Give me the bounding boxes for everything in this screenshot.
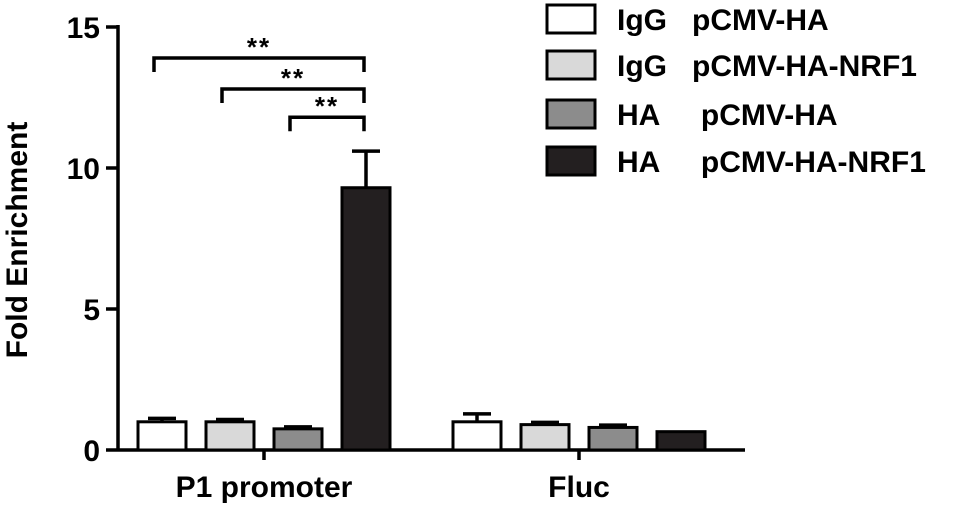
bar bbox=[136, 420, 188, 452]
significance-bracket bbox=[152, 56, 366, 73]
y-tick-label: 10 bbox=[67, 153, 100, 186]
legend-swatch bbox=[545, 98, 597, 130]
bar bbox=[204, 420, 256, 452]
significance-brackets: ** ** ** bbox=[152, 32, 366, 132]
x-category-label: P1 promoter bbox=[176, 471, 353, 504]
legend-label: IgG pCMV-HA bbox=[617, 4, 829, 37]
y-tick-label: 15 bbox=[67, 12, 100, 45]
legend: IgG pCMV-HA IgG pCMV-HA-NRF1 HA pCMV-HA HA … bbox=[545, 3, 926, 179]
bar bbox=[655, 430, 707, 452]
error-bars bbox=[148, 149, 627, 429]
legend-label: IgG pCMV-HA-NRF1 bbox=[617, 50, 917, 83]
legend-label: HA pCMV-HA bbox=[617, 99, 838, 132]
x-category-label: Fluc bbox=[548, 471, 610, 504]
significance-label: ** bbox=[247, 32, 271, 62]
bar bbox=[451, 420, 503, 452]
bars bbox=[136, 186, 707, 452]
significance-label: ** bbox=[315, 91, 339, 121]
bar bbox=[340, 186, 392, 452]
legend-label: HA pCMV-HA-NRF1 bbox=[617, 146, 926, 179]
bar bbox=[272, 427, 324, 452]
bar bbox=[587, 425, 639, 452]
y-tick-label: 0 bbox=[83, 435, 100, 468]
bar bbox=[519, 423, 571, 452]
significance-bracket bbox=[220, 87, 366, 104]
legend-swatch bbox=[545, 49, 597, 81]
y-axis-label: Fold Enrichment bbox=[1, 122, 34, 359]
axes: 0 5 10 15 P1 promoter Fluc bbox=[67, 12, 745, 504]
y-tick-label: 5 bbox=[83, 294, 100, 327]
legend-swatch bbox=[545, 145, 597, 177]
significance-label: ** bbox=[281, 63, 305, 93]
legend-swatch bbox=[545, 3, 597, 35]
significance-bracket bbox=[288, 115, 366, 132]
